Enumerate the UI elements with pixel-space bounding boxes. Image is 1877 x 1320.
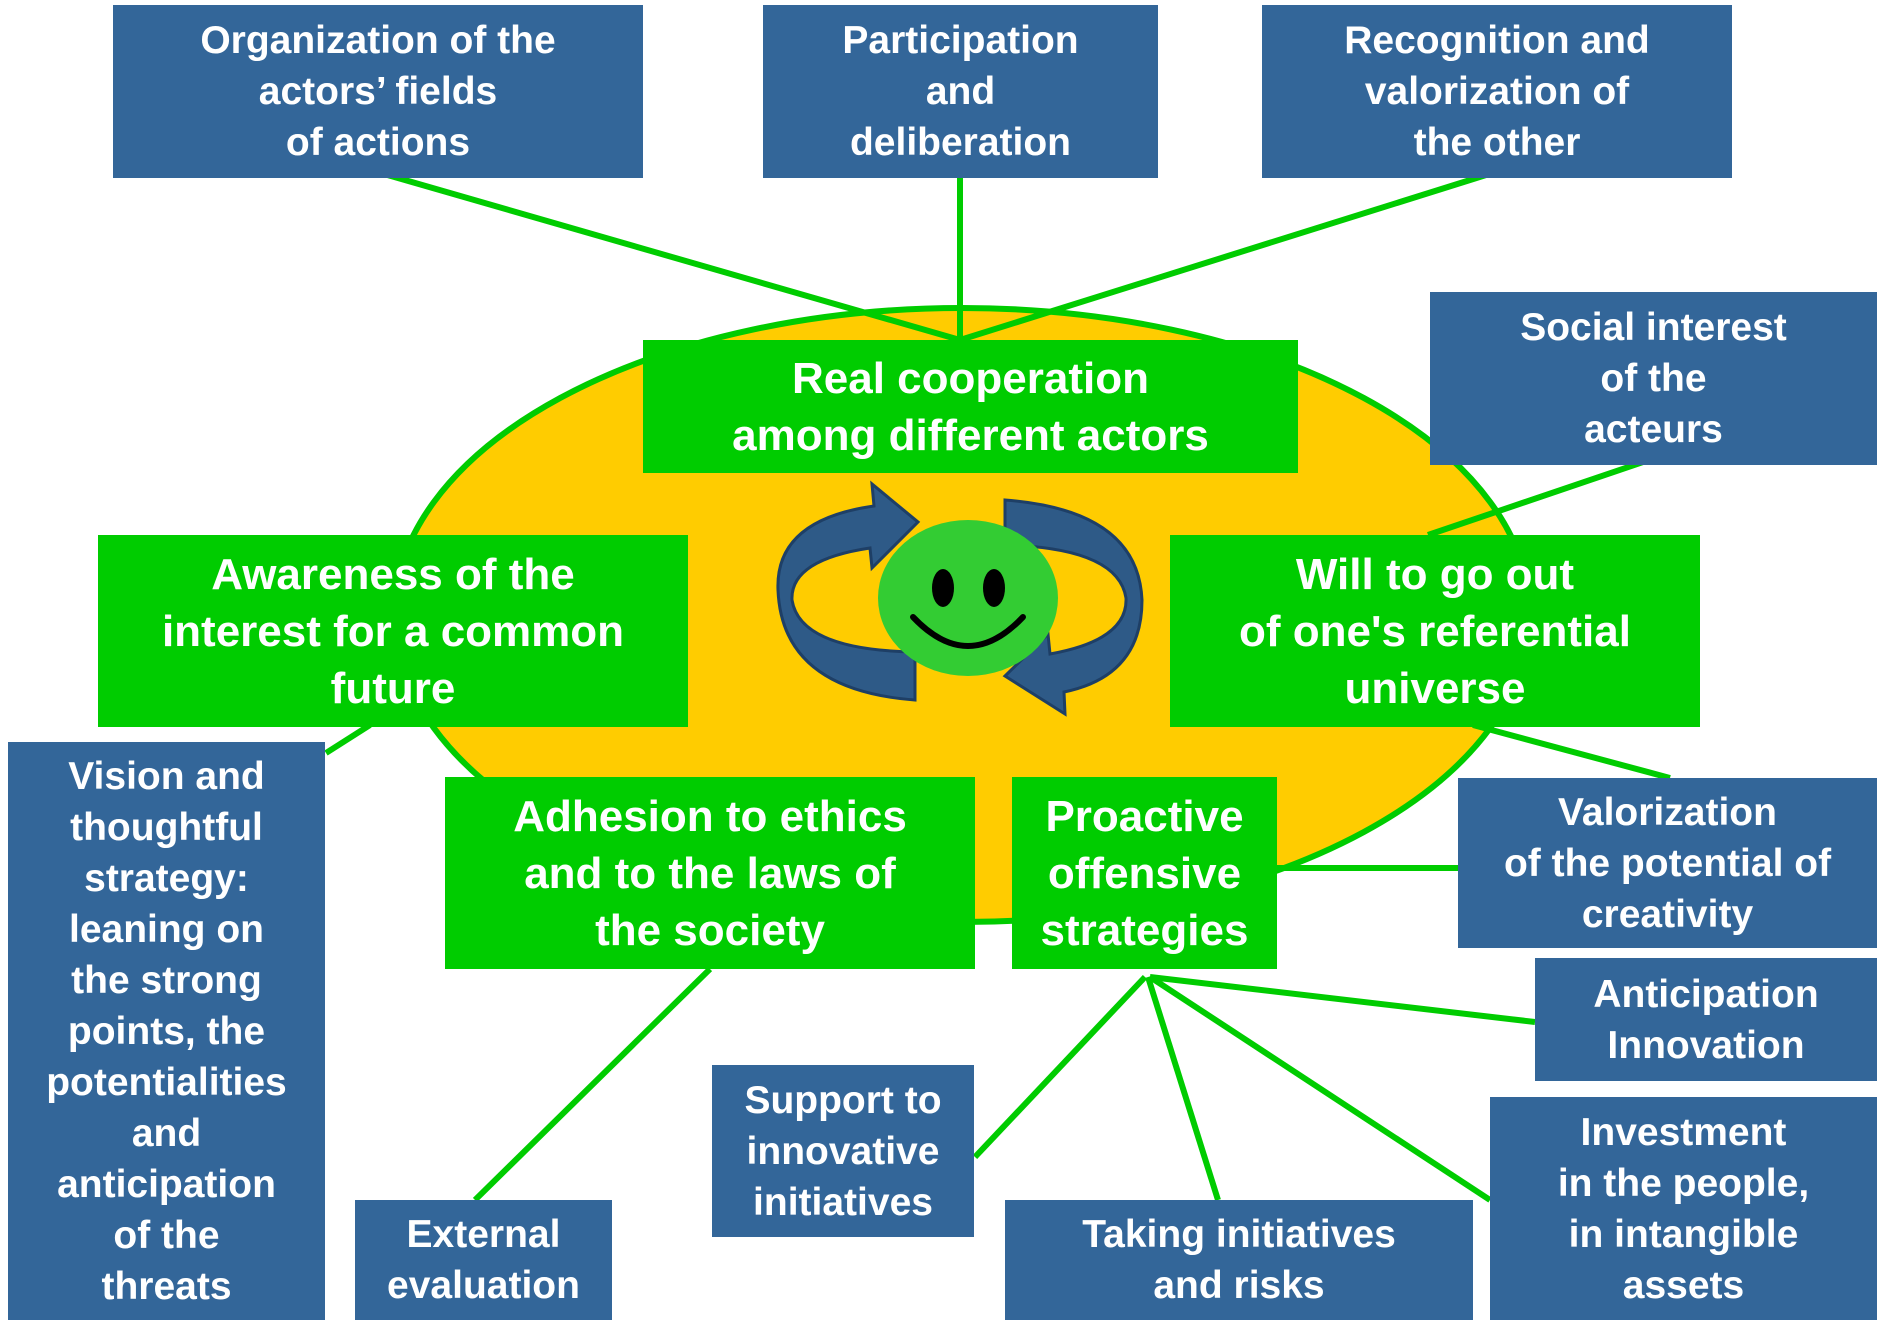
connector-investment bbox=[1148, 974, 1492, 1203]
organization-box: Organization of the actors’ fields of ac… bbox=[113, 5, 643, 178]
anticipation-box: Anticipation Innovation bbox=[1535, 958, 1877, 1081]
smiley-face-icon bbox=[878, 520, 1058, 676]
awareness-box: Awareness of the interest for a common f… bbox=[98, 535, 688, 727]
connector-lines bbox=[324, 167, 1671, 1203]
connector-recognition bbox=[959, 167, 1503, 343]
connector-vision bbox=[324, 722, 372, 756]
support-box: Support to innovative initiatives bbox=[712, 1065, 974, 1237]
external-evaluation-box: External evaluation bbox=[355, 1200, 612, 1320]
recognition-box: Recognition and valorization of the othe… bbox=[1262, 5, 1732, 178]
proactive-box: Proactive offensive strategies bbox=[1012, 777, 1277, 969]
connector-taking-initiatives bbox=[1145, 976, 1221, 1201]
connector-support bbox=[972, 974, 1148, 1160]
social-interest-box: Social interest of the acteurs bbox=[1430, 292, 1877, 465]
right-cycle-arrow-icon bbox=[1002, 498, 1144, 717]
vision-box: Vision and thoughtful strategy: leaning … bbox=[8, 742, 325, 1320]
participation-box: Participation and deliberation bbox=[763, 5, 1158, 178]
connector-anticipation bbox=[1149, 974, 1536, 1025]
valorization-creativity-box: Valorization of the potential of creativ… bbox=[1458, 778, 1877, 948]
adhesion-box: Adhesion to ethics and to the laws of th… bbox=[445, 777, 975, 969]
connector-social-interest bbox=[1427, 455, 1656, 538]
connector-external-evaluation bbox=[472, 966, 713, 1203]
will-to-go-out-box: Will to go out of one's referential univ… bbox=[1170, 535, 1700, 727]
circular-arrows-icon bbox=[776, 480, 1144, 717]
taking-initiatives-box: Taking initiatives and risks bbox=[1005, 1200, 1473, 1320]
connector-organization bbox=[369, 167, 961, 343]
left-cycle-arrow-icon bbox=[776, 480, 921, 702]
real-cooperation-box: Real cooperation among different actors bbox=[643, 340, 1298, 473]
connector-valorization bbox=[1472, 722, 1671, 781]
investment-box: Investment in the people, in intangible … bbox=[1490, 1097, 1877, 1320]
